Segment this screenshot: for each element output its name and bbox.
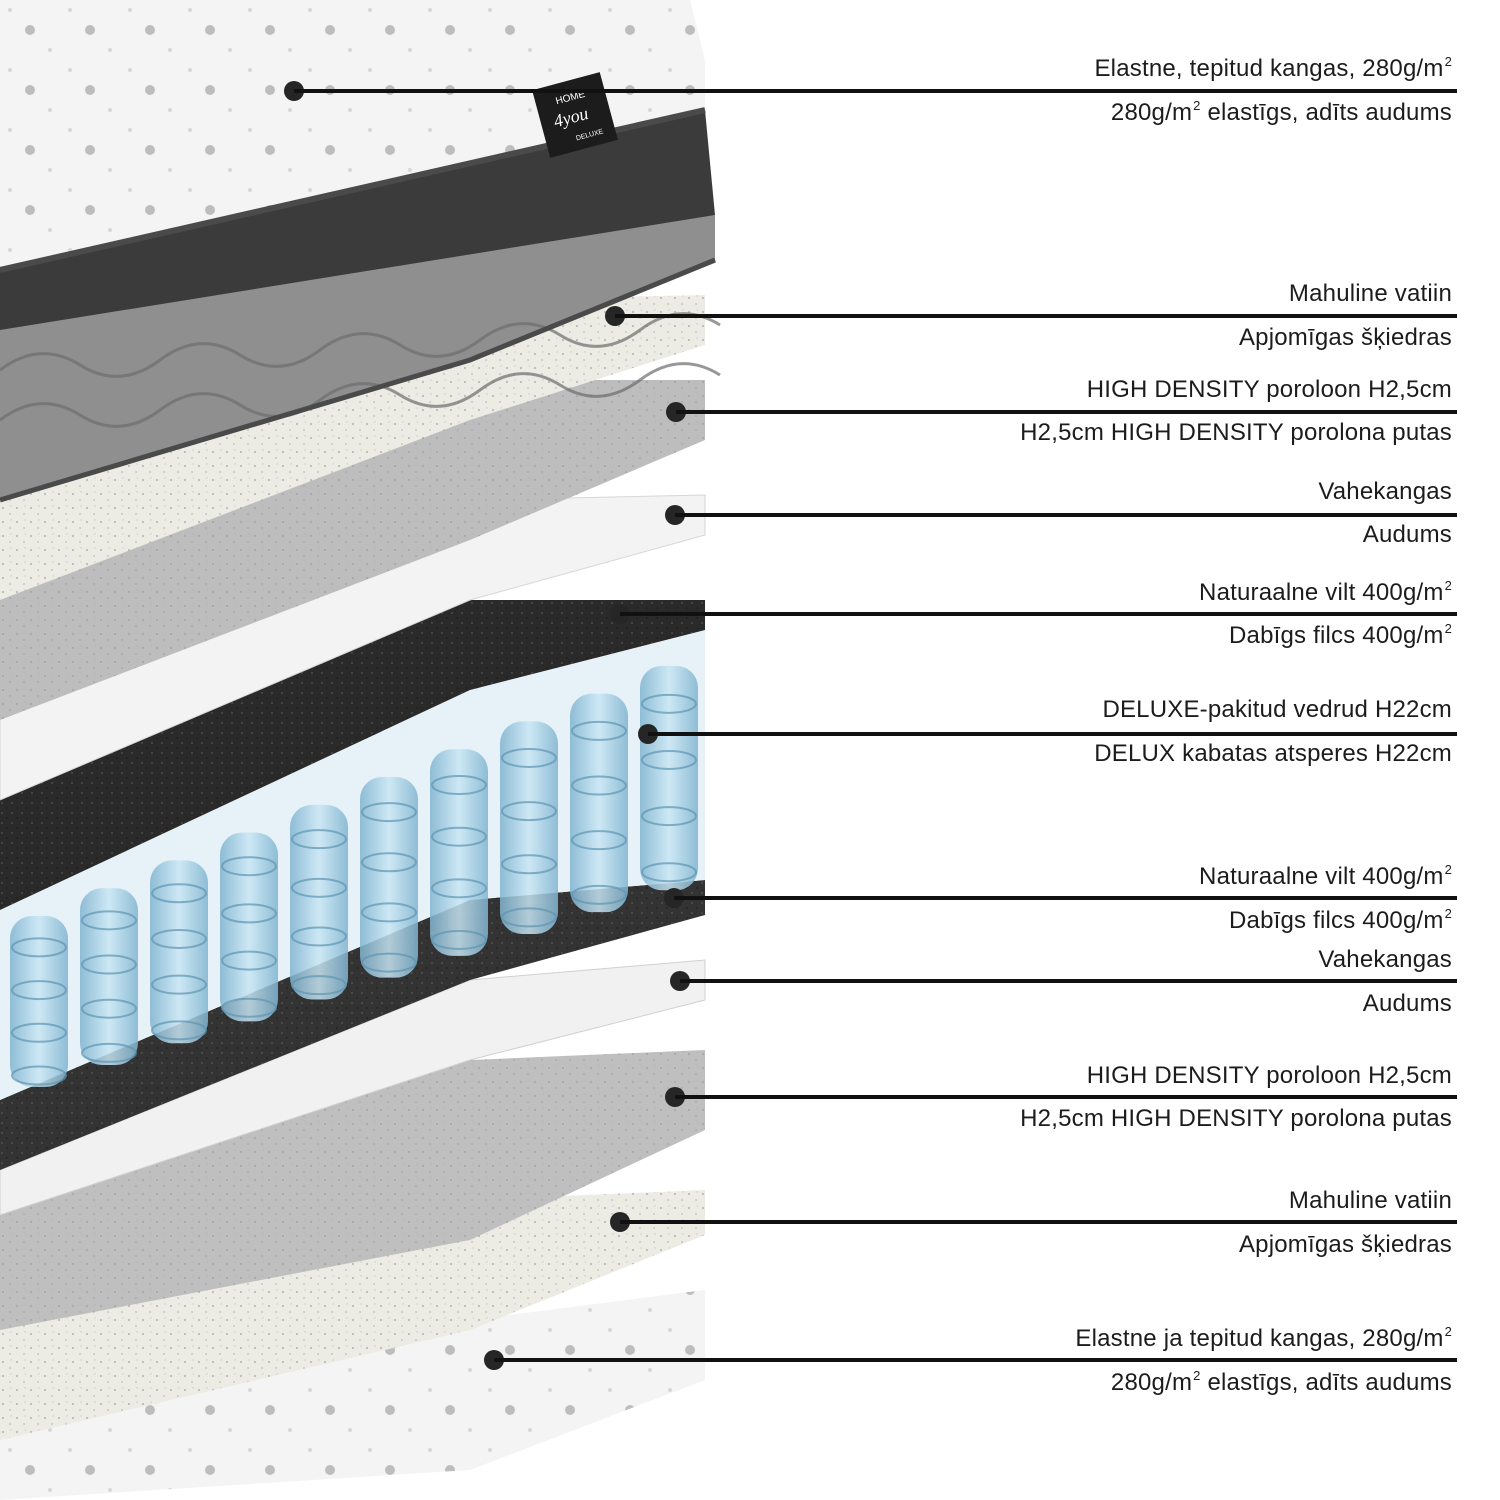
spring-turn xyxy=(431,878,487,899)
spring-turn xyxy=(291,829,347,850)
spring-turn xyxy=(571,775,627,796)
leader-line xyxy=(676,410,1457,414)
label-primary: HIGH DENSITY poroloon H2,5cm xyxy=(1086,376,1452,403)
spring-turn xyxy=(81,998,137,1019)
label-secondary: DELUX kabatas atsperes H22cm xyxy=(1094,740,1452,767)
label-secondary: Apjomīgas šķiedras xyxy=(1238,324,1452,351)
spring-turn xyxy=(291,926,347,947)
spring-turn xyxy=(361,952,417,973)
leader-line xyxy=(648,732,1457,736)
label-secondary: 280g/m2 elastīgs, adīts audums xyxy=(1110,1368,1452,1396)
label-primary: Elastne, tepitud kangas, 280g/m2 xyxy=(1094,54,1452,82)
spring-turn xyxy=(431,929,487,950)
spring-turn xyxy=(641,693,697,714)
spring-turn xyxy=(221,950,277,971)
spring-turn xyxy=(361,852,417,873)
label-primary: Mahuline vatiin xyxy=(1288,1187,1452,1214)
label-secondary: Apjomīgas šķiedras xyxy=(1238,1231,1452,1258)
leader-line xyxy=(294,89,1457,93)
wadding-bottom-layer xyxy=(0,1190,705,1440)
leader-line xyxy=(675,1095,1457,1099)
leader-line xyxy=(620,612,1457,616)
leader-line xyxy=(620,1220,1457,1224)
spring-turn xyxy=(221,997,277,1018)
spring-turn xyxy=(641,806,697,827)
label-primary: Elastne ja tepitud kangas, 280g/m2 xyxy=(1075,1324,1452,1352)
label-primary: HIGH DENSITY poroloon H2,5cm xyxy=(1086,1062,1452,1089)
leader-line xyxy=(680,979,1457,983)
spring-turn xyxy=(221,856,277,877)
spring-turn xyxy=(291,877,347,898)
brand-logo: HOME 4you DELUXE xyxy=(532,72,618,158)
leader-line xyxy=(615,314,1457,318)
spring-turn xyxy=(501,747,557,768)
spring-turn xyxy=(291,975,347,996)
label-primary: Vahekangas xyxy=(1318,478,1452,505)
spring-turn xyxy=(151,1020,207,1041)
leader-line xyxy=(675,513,1457,517)
spring-turn xyxy=(431,775,487,796)
spring-turn xyxy=(11,937,67,958)
spring-turn xyxy=(11,980,67,1001)
spring-turn xyxy=(81,910,137,931)
foam-bottom-layer xyxy=(0,1050,705,1330)
spring-turn xyxy=(641,749,697,770)
spring-coil xyxy=(150,860,208,1044)
spring-turn xyxy=(431,826,487,847)
label-primary: Naturaalne vilt 400g/m2 xyxy=(1199,862,1452,890)
spring-coil xyxy=(10,916,68,1087)
spring-turn xyxy=(501,801,557,822)
spring-turn xyxy=(571,884,627,905)
spring-coil xyxy=(360,777,418,978)
label-primary: Mahuline vatiin xyxy=(1288,280,1452,307)
spring-coil xyxy=(220,832,278,1022)
spring-turn xyxy=(361,902,417,923)
label-secondary: 280g/m2 elastīgs, adīts audums xyxy=(1110,98,1452,126)
spring-turn xyxy=(571,830,627,851)
felt-bottom-layer xyxy=(0,880,705,1170)
label-secondary: H2,5cm HIGH DENSITY porolona putas xyxy=(1020,1105,1452,1132)
leader-line xyxy=(494,1358,1457,1362)
spring-turn xyxy=(81,954,137,975)
spring-coil xyxy=(640,665,698,891)
label-secondary: Audums xyxy=(1362,990,1452,1017)
spring-turn xyxy=(571,720,627,741)
spring-turn xyxy=(221,903,277,924)
spring-turn xyxy=(501,907,557,928)
spring-coil xyxy=(500,721,558,934)
spring-turn xyxy=(361,802,417,823)
label-secondary: Audums xyxy=(1362,521,1452,548)
spring-coil xyxy=(80,888,138,1066)
spring-turn xyxy=(151,928,207,949)
spring-coil xyxy=(290,804,348,1000)
spring-coil xyxy=(570,693,628,913)
label-secondary: Dabīgs filcs 400g/m2 xyxy=(1229,906,1452,934)
label-secondary: Dabīgs filcs 400g/m2 xyxy=(1229,621,1452,649)
wadding-top-layer xyxy=(0,295,705,600)
label-primary: DELUXE-pakitud vedrud H22cm xyxy=(1102,696,1452,723)
pocket-springs-layer xyxy=(0,630,705,1100)
spring-turn xyxy=(81,1042,137,1063)
spring-coil xyxy=(430,749,488,956)
foam-top-layer xyxy=(0,380,705,720)
label-primary: Vahekangas xyxy=(1318,946,1452,973)
spring-turn xyxy=(11,1022,67,1043)
spring-turn xyxy=(641,862,697,883)
label-secondary: H2,5cm HIGH DENSITY porolona putas xyxy=(1020,419,1452,446)
top-fabric-layer: HOME 4you DELUXE xyxy=(0,0,721,503)
leader-line xyxy=(674,896,1457,900)
felt-top-layer xyxy=(0,600,705,910)
label-primary: Naturaalne vilt 400g/m2 xyxy=(1199,578,1452,606)
spring-turn xyxy=(151,883,207,904)
spring-turn xyxy=(151,974,207,995)
spring-turn xyxy=(11,1065,67,1086)
spring-turn xyxy=(501,854,557,875)
